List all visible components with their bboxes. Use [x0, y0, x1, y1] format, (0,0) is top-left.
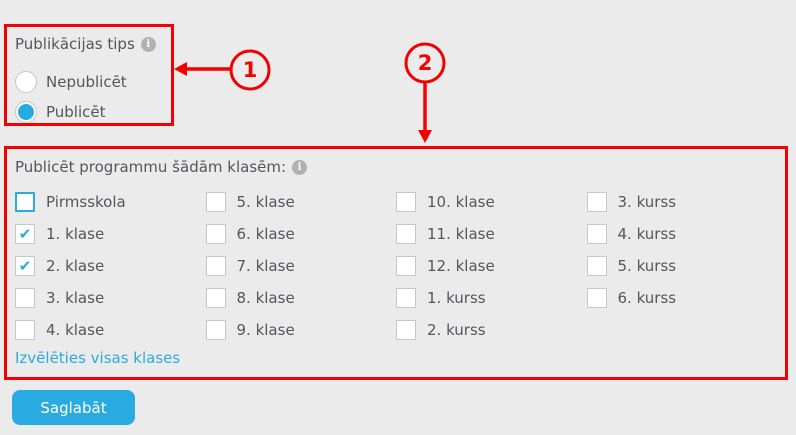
class-checkbox-row[interactable]: ✔ 5. klase [205, 186, 397, 218]
checkbox-icon[interactable]: ✔ [396, 288, 416, 308]
checkbox-icon[interactable]: ✔ [205, 320, 226, 340]
info-icon[interactable]: i [292, 159, 308, 175]
class-checkbox-row[interactable]: ✔ 6. kurss [586, 282, 778, 314]
publish-classes-section: Publicēt programmu šādām klasēm: i ✔ Pir… [4, 146, 788, 380]
callout-2-arrowhead-icon [418, 130, 432, 143]
checkbox-icon[interactable]: ✔ [586, 224, 607, 244]
class-label: 5. klase [236, 193, 295, 211]
class-label: 2. kurss [427, 321, 486, 339]
class-label: 3. kurss [617, 193, 677, 211]
check-icon: ✔ [18, 224, 32, 243]
checkbox-icon[interactable]: ✔ [15, 256, 35, 276]
select-all-classes-link[interactable]: Izvēlēties visas klases [15, 349, 181, 367]
class-checkbox-row[interactable]: ✔ 3. kurss [586, 186, 778, 218]
publication-type-title: Publikācijas tips [15, 35, 135, 53]
callout-1-circle [229, 49, 271, 91]
class-label: 10. klase [427, 193, 495, 211]
classes-column: ✔ 3. kurss ✔ 4. kurss ✔ 5. kurss ✔ 6. ku… [586, 186, 778, 346]
radio-button-icon[interactable] [15, 71, 37, 93]
callout-1-number: 1 [243, 58, 258, 82]
class-checkbox-row[interactable]: ✔ 12. klase [396, 250, 587, 282]
class-checkbox-row[interactable]: ✔ 10. klase [396, 186, 587, 218]
checkbox-icon[interactable]: ✔ [15, 288, 35, 308]
class-checkbox-row[interactable]: ✔ 4. klase [15, 314, 206, 346]
class-label: 6. klase [236, 225, 295, 243]
class-label: 6. kurss [617, 289, 677, 307]
class-checkbox-row[interactable]: ✔ 4. kurss [586, 218, 778, 250]
class-checkbox-row[interactable]: ✔ 5. kurss [586, 250, 778, 282]
class-checkbox-row[interactable]: ✔ 7. klase [205, 250, 397, 282]
class-checkbox-row[interactable]: ✔ 1. kurss [396, 282, 587, 314]
class-label: 8. klase [236, 289, 295, 307]
class-label: 5. kurss [617, 257, 677, 275]
class-label: 4. kurss [617, 225, 677, 243]
publication-type-option[interactable]: Publicēt [15, 97, 163, 127]
publication-type-section: Publikācijas tips i Nepublicēt Publicēt [4, 24, 174, 126]
classes-column: ✔ Pirmsskola ✔ 1. klase ✔ 2. klase ✔ 3. … [15, 186, 206, 346]
class-label: 4. klase [46, 321, 105, 339]
checkbox-icon[interactable]: ✔ [205, 256, 226, 276]
publication-type-options: Nepublicēt Publicēt [15, 67, 163, 127]
class-checkbox-row[interactable]: ✔ 2. kurss [396, 314, 587, 346]
class-label: 3. klase [46, 289, 105, 307]
classes-section-header: Publicēt programmu šādām klasēm: i [15, 156, 777, 178]
classes-column: ✔ 5. klase ✔ 6. klase ✔ 7. klase ✔ 8. kl… [205, 186, 397, 346]
save-button[interactable]: Saglabāt [12, 390, 135, 425]
class-checkbox-row[interactable]: ✔ 3. klase [15, 282, 206, 314]
class-checkbox-row[interactable]: ✔ Pirmsskola [15, 186, 206, 218]
radio-label: Publicēt [46, 103, 106, 121]
checkbox-icon[interactable]: ✔ [586, 288, 607, 308]
class-checkbox-row[interactable]: ✔ 11. klase [396, 218, 587, 250]
checkbox-icon[interactable]: ✔ [15, 320, 35, 340]
callout-2-circle [404, 42, 446, 84]
checkbox-icon[interactable]: ✔ [396, 256, 416, 276]
class-checkbox-row[interactable]: ✔ 8. klase [205, 282, 397, 314]
radio-button-icon[interactable] [15, 101, 37, 123]
class-checkbox-row[interactable]: ✔ 6. klase [205, 218, 397, 250]
checkbox-icon[interactable]: ✔ [205, 192, 226, 212]
callout-1-arrowhead-icon [174, 62, 187, 76]
checkbox-icon[interactable]: ✔ [586, 256, 607, 276]
publication-type-option[interactable]: Nepublicēt [15, 67, 163, 97]
class-label: 12. klase [427, 257, 495, 275]
radio-label: Nepublicēt [46, 73, 127, 91]
checkbox-icon[interactable]: ✔ [205, 288, 226, 308]
class-label: 11. klase [427, 225, 495, 243]
info-icon[interactable]: i [140, 36, 156, 52]
check-icon: ✔ [18, 256, 32, 275]
publication-type-header: Publikācijas tips i [15, 33, 163, 55]
class-label: Pirmsskola [46, 193, 126, 211]
checkbox-icon[interactable]: ✔ [396, 320, 416, 340]
class-label: 7. klase [236, 257, 295, 275]
class-label: 1. kurss [427, 289, 486, 307]
checkbox-icon[interactable]: ✔ [15, 224, 35, 244]
class-label: 1. klase [46, 225, 105, 243]
class-checkbox-row[interactable]: ✔ 2. klase [15, 250, 206, 282]
classes-grid: ✔ Pirmsskola ✔ 1. klase ✔ 2. klase ✔ 3. … [15, 186, 777, 346]
class-label: 2. klase [46, 257, 105, 275]
class-checkbox-row[interactable]: ✔ 1. klase [15, 218, 206, 250]
checkbox-icon[interactable]: ✔ [396, 192, 416, 212]
callout-2-number: 2 [418, 51, 433, 75]
class-checkbox-row[interactable]: ✔ 9. klase [205, 314, 397, 346]
classes-section-title: Publicēt programmu šādām klasēm: [15, 158, 287, 176]
checkbox-icon[interactable]: ✔ [205, 224, 226, 244]
checkbox-icon[interactable]: ✔ [586, 192, 607, 212]
checkbox-icon[interactable]: ✔ [15, 192, 35, 212]
checkbox-icon[interactable]: ✔ [396, 224, 416, 244]
classes-column: ✔ 10. klase ✔ 11. klase ✔ 12. klase ✔ 1.… [396, 186, 587, 346]
class-label: 9. klase [236, 321, 295, 339]
